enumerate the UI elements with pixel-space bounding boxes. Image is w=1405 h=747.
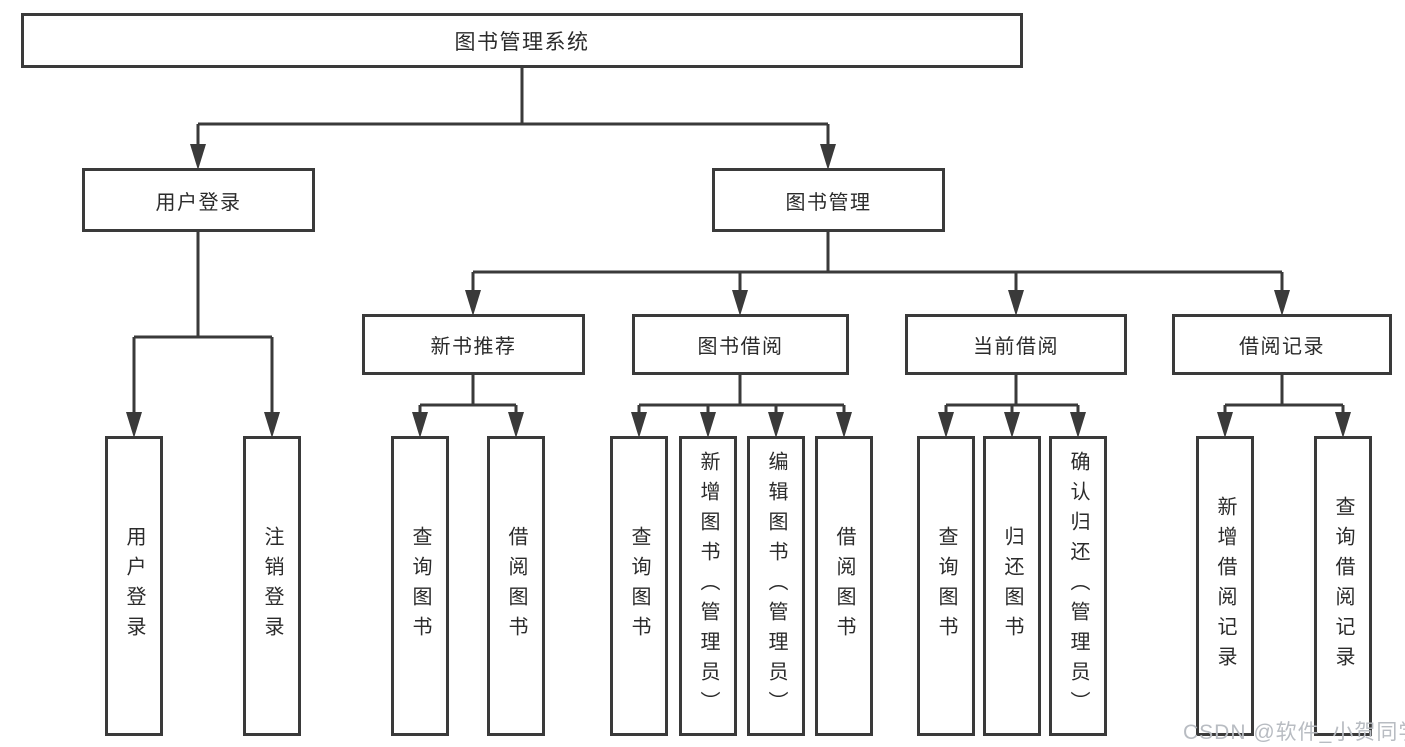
- node-borrow-records: 借阅记录: [1172, 314, 1392, 375]
- node-leaf-borrow-books: 借阅图书: [815, 436, 873, 736]
- arrowhead-icon: [1335, 412, 1351, 438]
- arrowhead-icon: [836, 412, 852, 438]
- arrowhead-icon: [1008, 290, 1024, 316]
- arrowhead-icon: [1070, 412, 1086, 438]
- node-book-management: 图书管理: [712, 168, 945, 232]
- node-leaf-add-borrow-record: 新增借阅记录: [1196, 436, 1254, 736]
- node-new-book-recommend: 新书推荐: [362, 314, 585, 375]
- arrowhead-icon: [820, 144, 836, 170]
- node-book-borrow: 图书借阅: [632, 314, 849, 375]
- node-leaf-logout: 注销登录: [243, 436, 301, 736]
- node-leaf-user-login: 用户登录: [105, 436, 163, 736]
- node-leaf-query-books-current: 查询图书: [917, 436, 975, 736]
- connector-current-borrow-children: [938, 375, 1086, 438]
- connector-borrow-record-children: [1217, 375, 1351, 438]
- node-user-login: 用户登录: [82, 168, 315, 232]
- arrowhead-icon: [508, 412, 524, 438]
- node-leaf-query-books-recommend: 查询图书: [391, 436, 449, 736]
- arrowhead-icon: [412, 412, 428, 438]
- arrowhead-icon: [732, 290, 748, 316]
- node-leaf-confirm-return-admin: 确认归还（管理员）: [1049, 436, 1107, 736]
- arrowhead-icon: [465, 290, 481, 316]
- node-leaf-query-borrow-record: 查询借阅记录: [1314, 436, 1372, 736]
- watermark: CSDN @软件_小贺同学: [1183, 721, 1405, 744]
- node-leaf-edit-book-admin: 编辑图书（管理员）: [747, 436, 805, 736]
- arrowhead-icon: [938, 412, 954, 438]
- connector-root-to-level2: [190, 68, 836, 170]
- arrowhead-icon: [700, 412, 716, 438]
- arrowhead-icon: [631, 412, 647, 438]
- arrowhead-icon: [1004, 412, 1020, 438]
- node-leaf-add-book-admin: 新增图书（管理员）: [679, 436, 737, 736]
- arrowhead-icon: [126, 412, 142, 438]
- node-library-management-system: 图书管理系统: [21, 13, 1023, 68]
- connector-user-login-children: [126, 232, 280, 438]
- arrowhead-icon: [768, 412, 784, 438]
- node-leaf-borrow-books-recommend: 借阅图书: [487, 436, 545, 736]
- connector-book-borrow-children: [631, 375, 852, 438]
- arrowhead-icon: [1274, 290, 1290, 316]
- connector-new-book-children: [412, 375, 524, 438]
- arrowhead-icon: [1217, 412, 1233, 438]
- node-current-borrow: 当前借阅: [905, 314, 1127, 375]
- arrowhead-icon: [190, 144, 206, 170]
- node-leaf-query-books-borrow: 查询图书: [610, 436, 668, 736]
- arrowhead-icon: [264, 412, 280, 438]
- node-leaf-return-book: 归还图书: [983, 436, 1041, 736]
- connector-book-management-to-level3: [465, 232, 1290, 316]
